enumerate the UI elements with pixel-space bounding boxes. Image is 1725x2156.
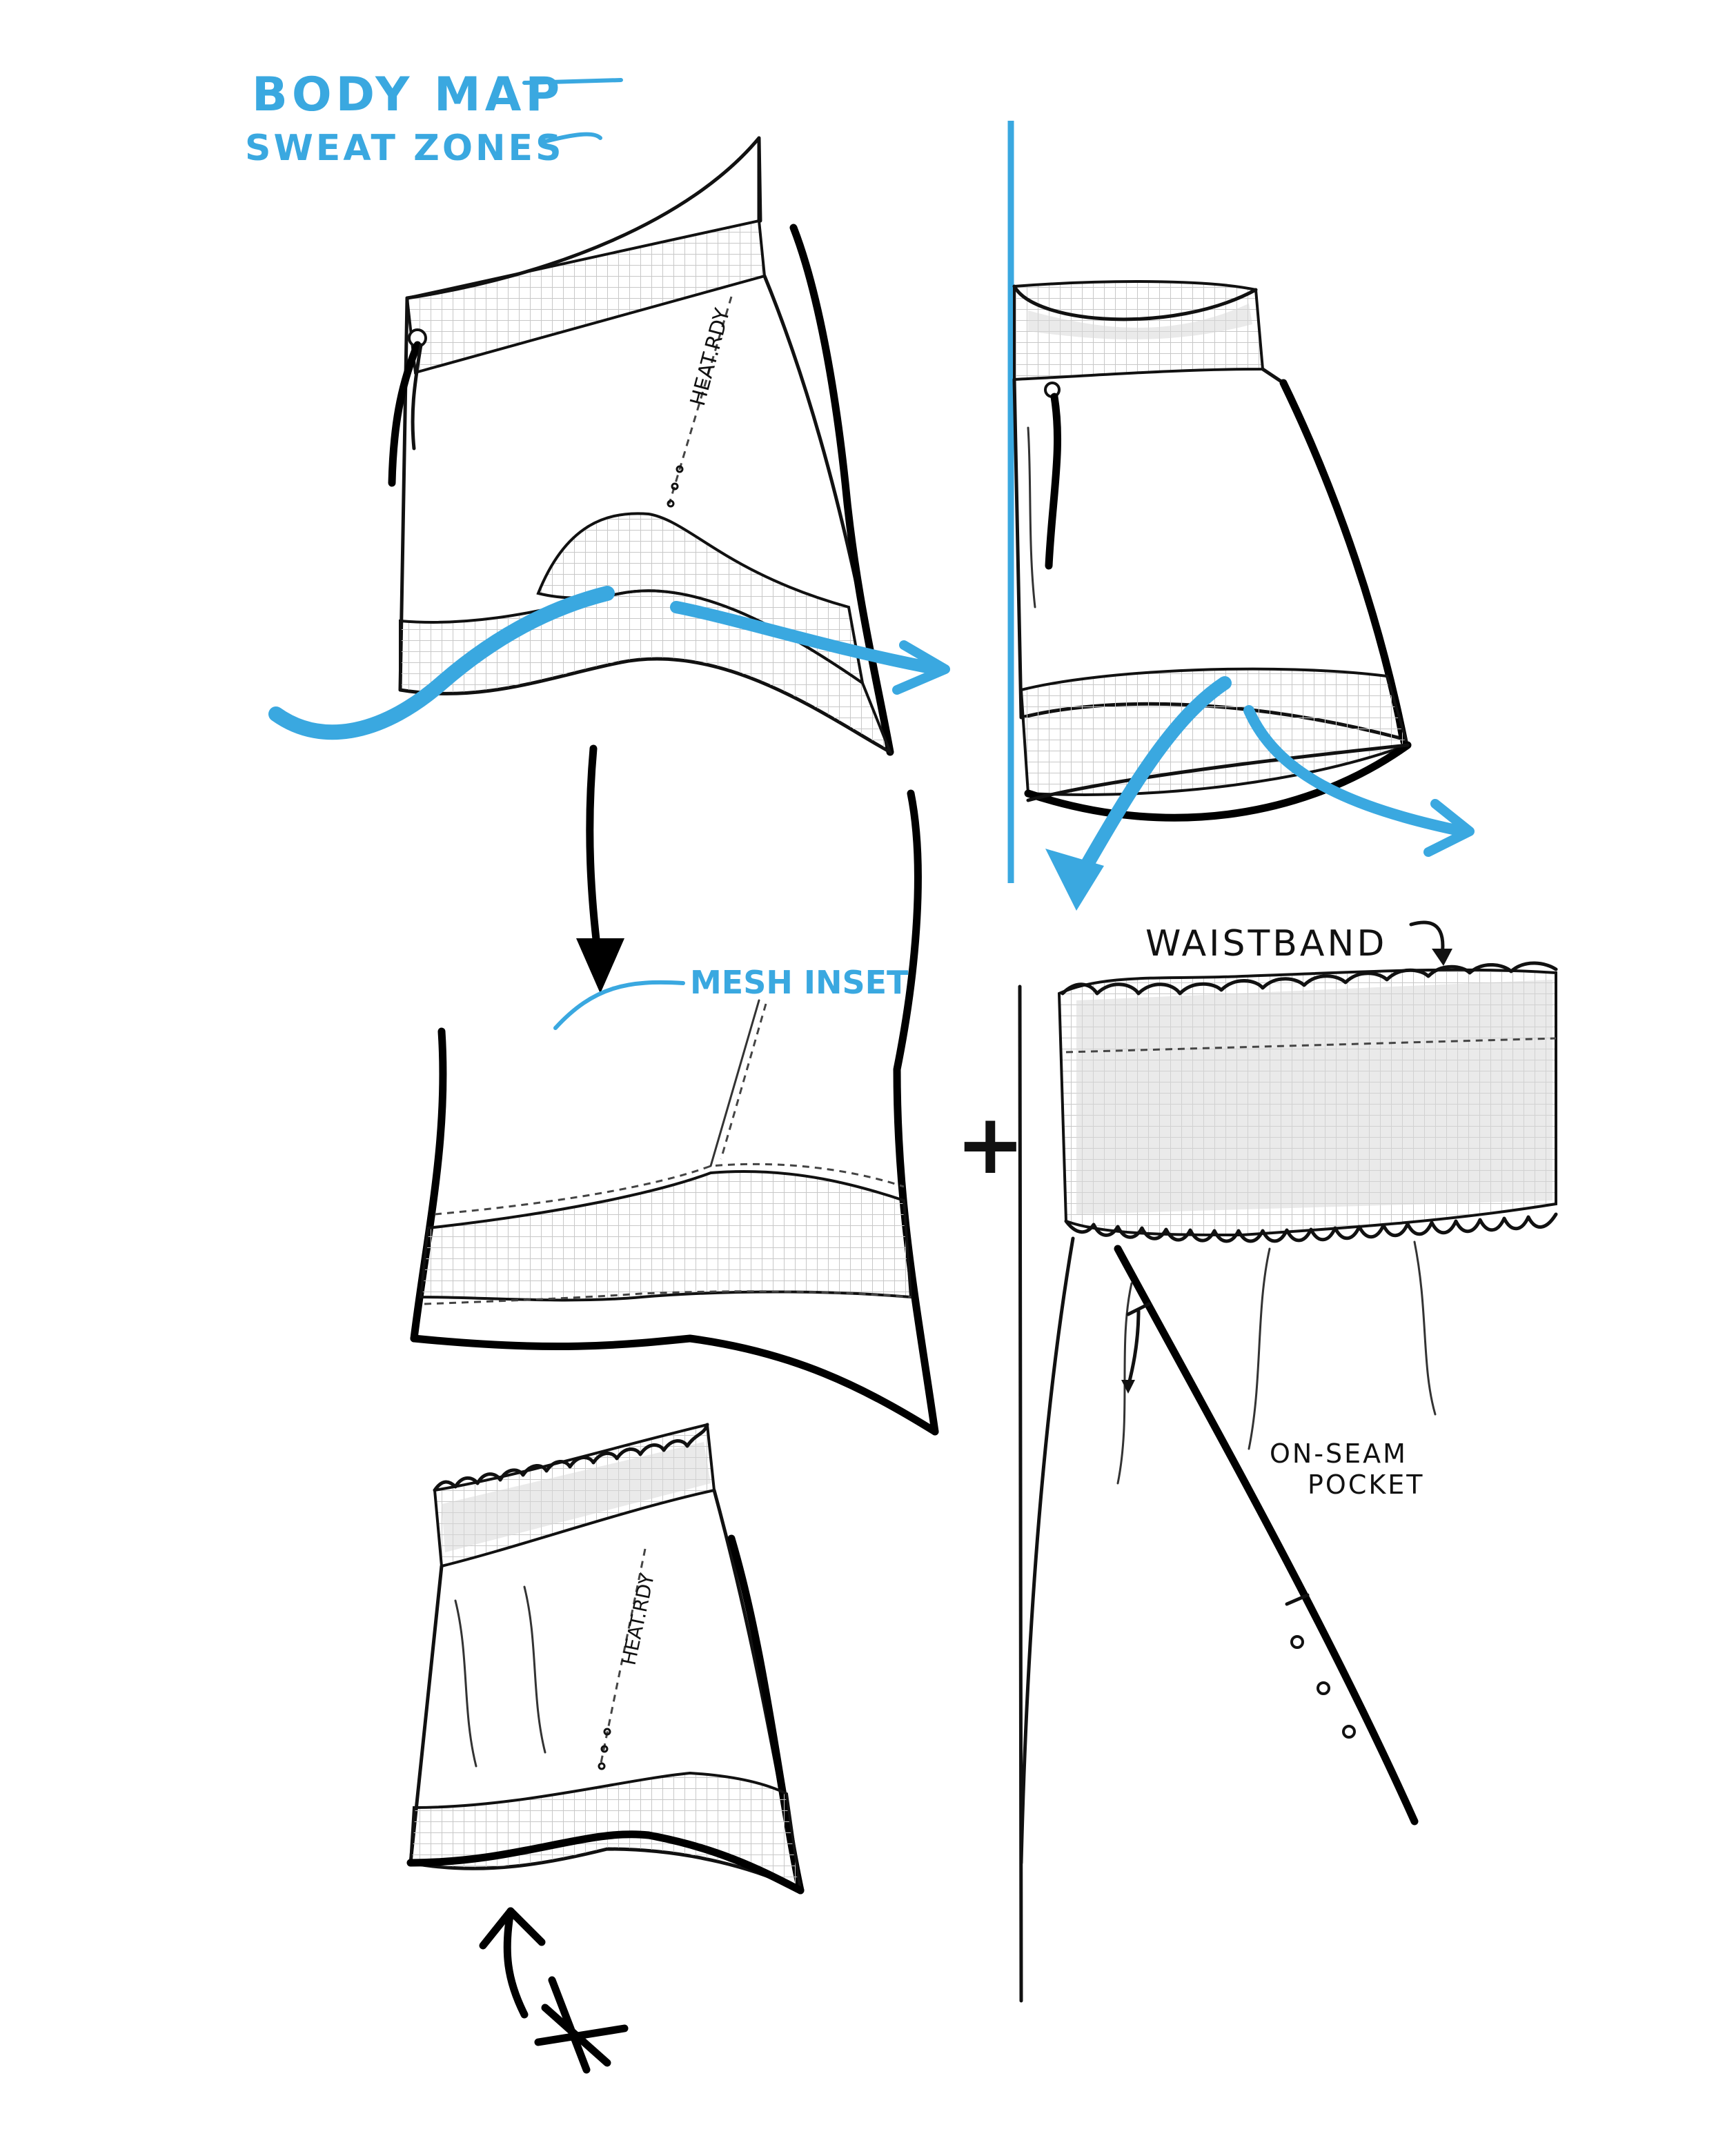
waistband-pocket-detail: WAISTBAND ON-SEAM POCKET [1019, 920, 1558, 1865]
mesh-inset-label: MESH INSET [690, 964, 909, 1001]
asterisk-icon [534, 1976, 629, 2074]
shorts-three-quarter-view: HEAT.RDY [268, 136, 950, 756]
bottom-marks [479, 1907, 629, 2074]
curved-arrow-icon [1070, 676, 1232, 890]
title-underline-2 [543, 132, 602, 144]
flow-arrow-icon [268, 586, 615, 740]
heat-rdy-label-lower: HEAT.RDY [618, 1571, 660, 1668]
leg-outline-left [1019, 1236, 1075, 1865]
up-arrow-icon [503, 1907, 529, 2019]
plus-sign: + [956, 1097, 1025, 1193]
leg-seam [1114, 1245, 1419, 1826]
shorts-side-view [1012, 280, 1475, 911]
pocket-label-line1: ON-SEAM [1270, 1438, 1408, 1469]
pocket-label-line2: POCKET [1308, 1470, 1425, 1500]
drawcord [388, 341, 422, 487]
detail-outline-right [893, 789, 939, 1436]
title-block: BODY MAP SWEAT ZONES [245, 68, 623, 169]
mesh-inset-wave [536, 512, 865, 686]
small-mesh-hem [408, 1771, 802, 1893]
mesh-inset-detail: MESH INSET [410, 789, 939, 1436]
small-arrow-icon [1409, 920, 1445, 958]
waistband-label: WAISTBAND [1145, 923, 1387, 965]
title-body-map: BODY MAP [252, 68, 564, 122]
shorts-ruffle-waist-view: HEAT.RDY [406, 1423, 805, 1895]
heat-rdy-label-upper: HEAT.RDY [686, 306, 735, 408]
title-sweat-zones: SWEAT ZONES [245, 128, 564, 169]
title-underline-1 [522, 78, 623, 85]
detail-mesh-band [419, 1170, 913, 1302]
